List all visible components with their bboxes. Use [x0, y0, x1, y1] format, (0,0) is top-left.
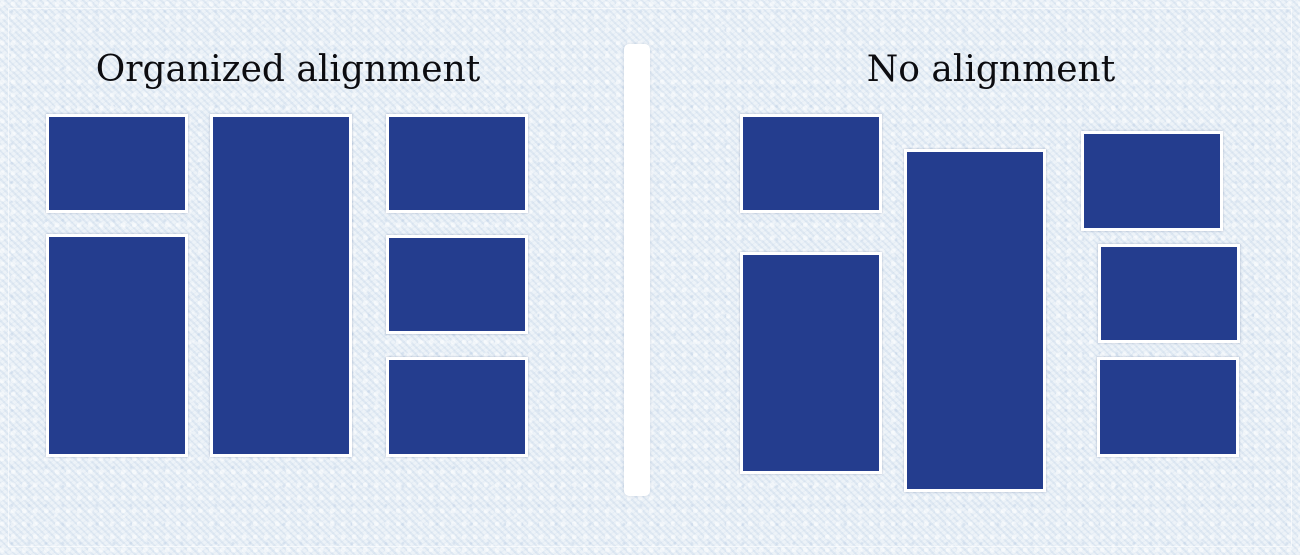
right-column2-tall-block	[904, 149, 1046, 492]
right-column1-top-block	[740, 114, 882, 213]
right-column1-bottom-block	[740, 252, 882, 474]
right-column3-middle-block	[1098, 244, 1240, 343]
left-column1-top-block	[46, 114, 188, 213]
right-column3-top-block	[1081, 131, 1223, 231]
right-panel-title: No alignment	[866, 49, 1116, 90]
left-column3-middle-block	[386, 235, 528, 334]
left-column1-bottom-block	[46, 234, 188, 457]
panel-divider	[624, 44, 650, 496]
left-column3-top-block	[386, 114, 528, 213]
left-column3-bottom-block	[386, 357, 528, 457]
left-column2-tall-block	[210, 114, 352, 457]
left-panel-title: Organized alignment	[95, 49, 481, 90]
right-column3-bottom-block	[1097, 357, 1239, 457]
